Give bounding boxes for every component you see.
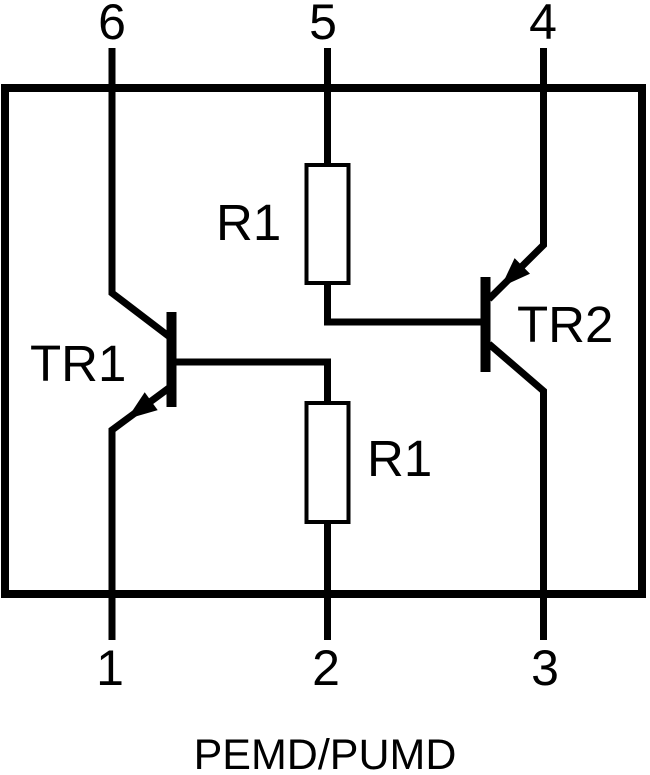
r1-upper-body bbox=[304, 163, 351, 285]
tr1-base-wire bbox=[174, 358, 331, 406]
caption: PEMD/PUMD bbox=[194, 731, 457, 775]
tr2-emitter-arrow-icon bbox=[501, 258, 530, 287]
pin-3-label: 3 bbox=[531, 640, 559, 696]
tr1-collector-wire bbox=[108, 48, 174, 341]
tr1-emitter-wire bbox=[108, 382, 176, 640]
pin-1-label: 1 bbox=[96, 640, 124, 696]
r1-lower-body bbox=[304, 401, 351, 524]
tr1-emitter-arrow-icon bbox=[127, 392, 158, 419]
bottom-pin-labels: 1 2 3 bbox=[96, 640, 559, 696]
package-outline bbox=[1, 84, 646, 598]
resistor-r1-lower: R1 bbox=[304, 401, 432, 640]
tr1-label: TR1 bbox=[30, 335, 126, 392]
pin-6-label: 6 bbox=[98, 0, 126, 50]
tr2-label: TR2 bbox=[517, 296, 613, 353]
transistor-tr1: TR1 bbox=[30, 48, 331, 640]
pin-5-label: 5 bbox=[309, 0, 337, 50]
tr2-collector-wire bbox=[486, 341, 547, 640]
r1-upper-label: R1 bbox=[216, 194, 281, 251]
r1-lower-label: R1 bbox=[367, 430, 432, 487]
top-pin-labels: 6 5 4 bbox=[98, 0, 557, 50]
tr2-base-wire bbox=[324, 279, 483, 326]
tr1-base-bar bbox=[166, 312, 177, 407]
pin-2-label: 2 bbox=[312, 640, 340, 696]
tr2-base-bar bbox=[480, 277, 491, 372]
transistor-tr2: TR2 bbox=[324, 48, 613, 640]
pin-4-label: 4 bbox=[529, 0, 557, 50]
resistor-r1-upper: R1 bbox=[216, 48, 351, 285]
